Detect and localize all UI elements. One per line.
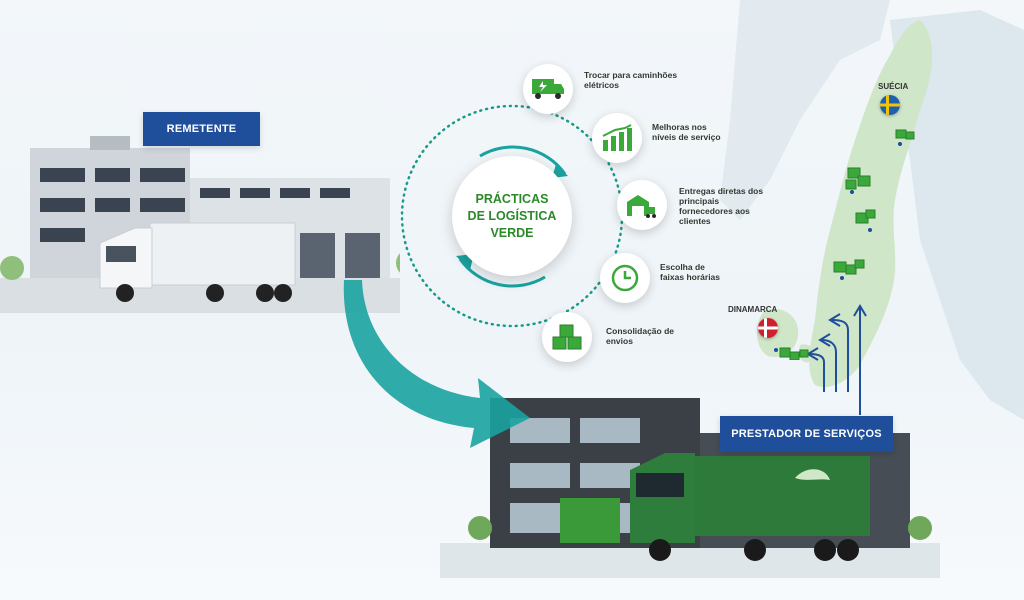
practice-text-1: Trocar para caminhões elétricos — [584, 70, 678, 90]
green-logistics-center: PRÁCTICAS DE LOGÍSTICA VERDE — [452, 156, 572, 276]
sender-warehouse-image — [0, 136, 400, 313]
map-warehouse-markers — [774, 129, 915, 360]
cycle-arrows — [456, 145, 568, 288]
center-line-1: PRÁCTICAS — [475, 191, 549, 206]
practice-text-4: Escolha de faixas horárias — [660, 262, 721, 282]
electric-truck-icon — [532, 79, 564, 99]
practice-electric-trucks — [523, 64, 573, 114]
flow-arrow — [343, 280, 530, 448]
practice-service-levels — [592, 113, 642, 163]
denmark-label: DINAMARCA — [728, 305, 778, 314]
boxes-icon — [552, 324, 582, 350]
practice-text-2: Melhoras nos níveis de serviço — [652, 122, 721, 142]
practice-direct-deliveries — [617, 180, 667, 230]
sweden-label: SUÉCIA — [878, 82, 909, 91]
denmark-flag-icon — [758, 318, 778, 338]
practice-consolidation — [542, 312, 592, 362]
provider-label: PRESTADOR DE SERVIÇOS — [720, 416, 893, 452]
provider-warehouse-image — [440, 398, 940, 578]
center-line-2: DE LOGÍSTICA — [467, 208, 557, 223]
warehouse-truck-icon — [627, 195, 656, 218]
sender-label: REMETENTE — [143, 112, 260, 146]
practice-text-3: Entregas diretas dos principais forneced… — [679, 186, 764, 226]
scandinavia-map — [720, 0, 1024, 420]
practice-time-slots — [600, 253, 650, 303]
center-line-3: VERDE — [490, 225, 534, 240]
bar-chart-icon — [602, 124, 632, 151]
sweden-flag-icon — [880, 95, 900, 115]
practice-text-5: Consolidação de envios — [606, 326, 675, 346]
clock-icon — [611, 264, 639, 292]
